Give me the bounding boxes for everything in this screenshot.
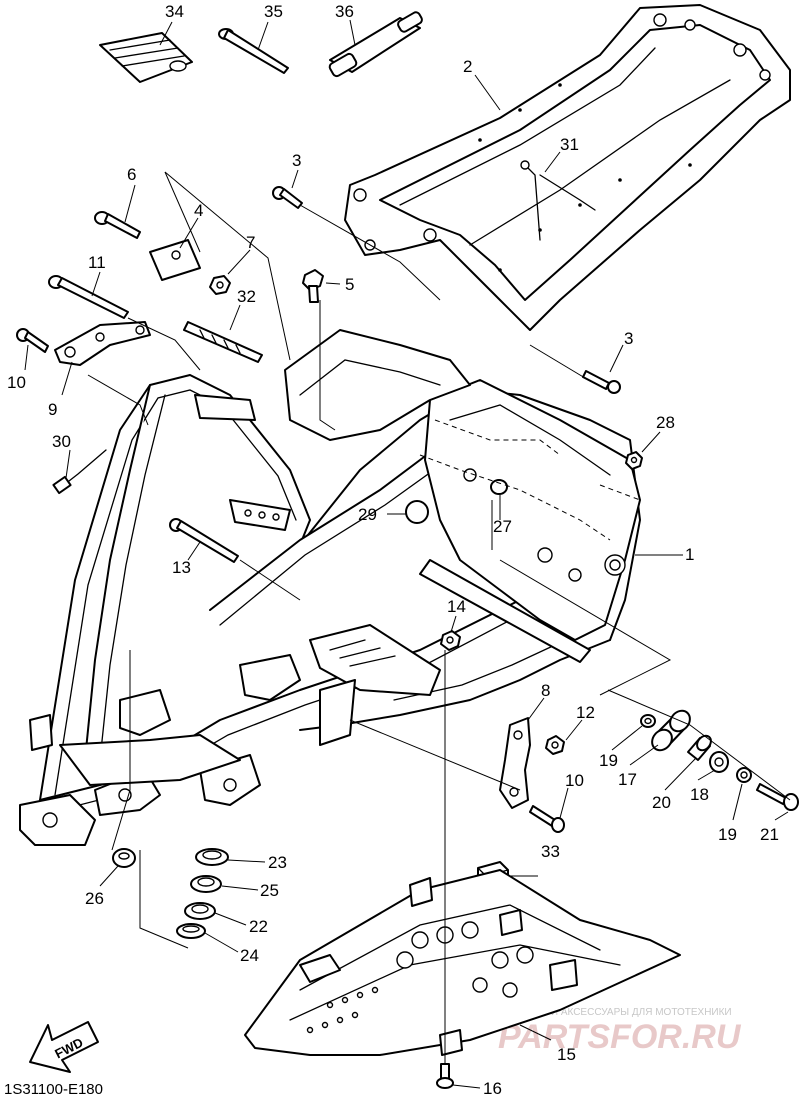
callout-12: 12: [576, 703, 595, 722]
callout-35: 35: [264, 2, 283, 21]
part-22-bearing: [184, 902, 216, 920]
callout-24: 24: [240, 946, 259, 965]
callout-21: 21: [760, 825, 779, 844]
part-2-rear-frame: [344, 4, 791, 331]
part-1-main-frame: [19, 329, 641, 846]
callout-10b: 10: [565, 771, 584, 790]
callout-18: 18: [690, 785, 709, 804]
callout-15: 15: [557, 1045, 576, 1064]
forward-arrow-icon: FWD: [29, 1021, 99, 1073]
callout-2: 2: [463, 57, 472, 76]
callout-3a: 3: [292, 151, 301, 170]
callout-30: 30: [52, 432, 71, 451]
part-24-seal: [176, 923, 206, 939]
part-3-bolt-upper: [272, 186, 303, 209]
callout-28: 28: [656, 413, 675, 432]
part-26-collar: [112, 848, 136, 868]
callout-36: 36: [335, 2, 354, 21]
part-21-bolt: [756, 783, 799, 811]
callout-25: 25: [260, 881, 279, 900]
callout-7: 7: [246, 233, 255, 252]
callout-26: 26: [85, 889, 104, 908]
callout-6: 6: [127, 165, 136, 184]
part-29-cap: [405, 500, 429, 524]
part-19-washer-right: [736, 767, 752, 783]
callout-10a: 10: [7, 373, 26, 392]
part-10-bolt-left: [16, 328, 49, 353]
part-17-collar: [651, 709, 691, 752]
part-35-pin: [218, 28, 289, 74]
callout-13: 13: [172, 558, 191, 577]
part-16-bolt: [436, 1063, 454, 1089]
callout-31: 31: [560, 135, 579, 154]
callout-4: 4: [194, 201, 203, 220]
callout-33: 33: [541, 842, 560, 861]
callout-11: 11: [88, 253, 106, 272]
part-3-bolt-right: [582, 370, 621, 394]
callout-29: 29: [358, 505, 377, 524]
part-5-bolt: [302, 269, 324, 303]
callout-32: 32: [237, 287, 256, 306]
callout-16: 16: [483, 1079, 502, 1098]
watermark-brand: PARTSFOR.RU: [498, 1018, 742, 1056]
callout-14: 14: [447, 597, 466, 616]
part-18-bushing: [709, 751, 729, 773]
callout-22: 22: [249, 917, 268, 936]
part-23-seal: [195, 848, 229, 866]
part-30-clip: [52, 449, 107, 495]
part-7-nut: [209, 275, 231, 295]
part-28-nut: [625, 451, 643, 470]
callout-34: 34: [165, 2, 184, 21]
callout-3b: 3: [624, 329, 633, 348]
part-9-bracket: [54, 321, 151, 366]
callout-20: 20: [652, 793, 671, 812]
part-36-strap: [328, 11, 423, 78]
part-12-nut: [545, 735, 565, 755]
callout-19b: 19: [718, 825, 737, 844]
part-4-bracket: [149, 239, 201, 281]
callout-23: 23: [268, 853, 287, 872]
watermark: ЗАПЧАСТИ И АКСЕССУАРЫ ДЛЯ МОТОТЕХНИКИ PA…: [495, 1007, 742, 1056]
part-10-bolt-right: [529, 805, 565, 833]
part-34-pad: [99, 32, 193, 83]
part-31-wire-clip: [520, 160, 596, 241]
part-32-cable-tie: [183, 321, 263, 363]
callout-1: 1: [685, 545, 694, 564]
callout-17: 17: [618, 770, 637, 789]
watermark-subtitle: ЗАПЧАСТИ И АКСЕССУАРЫ ДЛЯ МОТОТЕХНИКИ: [495, 1007, 732, 1018]
part-25-bearing: [190, 875, 222, 893]
callout-8: 8: [541, 681, 550, 700]
callout-9: 9: [48, 400, 57, 419]
part-6-bolt: [94, 211, 141, 239]
callout-19a: 19: [599, 751, 618, 770]
part-20-bushing: [687, 734, 712, 761]
leader-lines: [24, 19, 791, 1089]
callout-labels: 34 35 36 2 31 3 6 4 7 5 11 32 3 10 9 28 …: [7, 2, 779, 1098]
part-27-plug: [490, 479, 508, 495]
diagram-code: 1S31100-E180: [4, 1081, 103, 1098]
part-14-nut: [440, 630, 461, 651]
part-11-bolt: [48, 275, 129, 319]
callout-5: 5: [345, 275, 354, 294]
part-8-bracket: [499, 717, 531, 809]
callout-27: 27: [493, 517, 512, 536]
part-19-washer-left: [640, 714, 656, 728]
part-13-bolt: [169, 518, 239, 563]
